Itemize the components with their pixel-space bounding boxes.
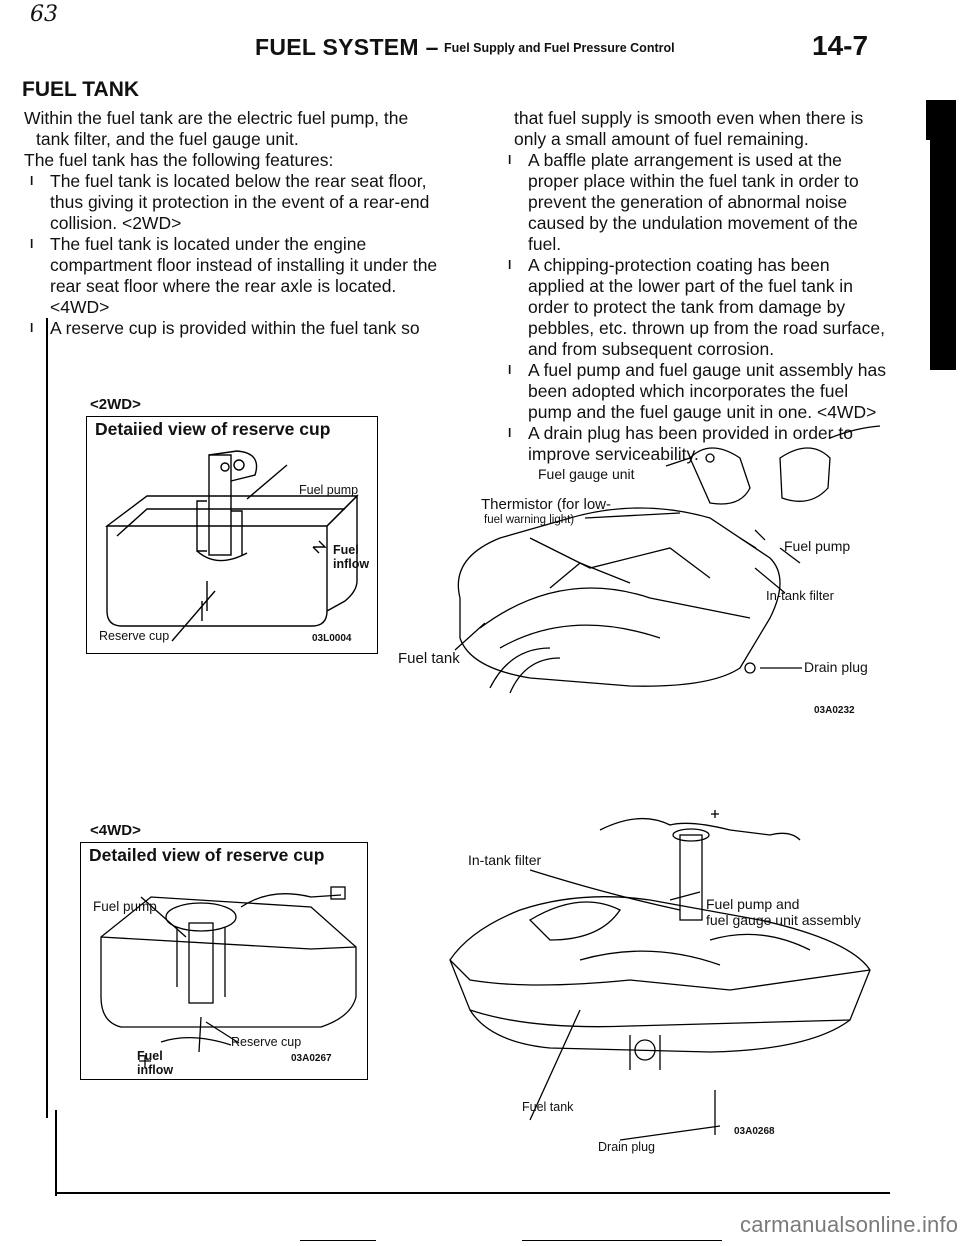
label-fuel-inflow: Fuel inflow	[333, 543, 369, 571]
page-number: 14-7	[812, 30, 869, 61]
feature-item: l A fuel pump and fuel gauge unit assembl…	[502, 360, 886, 423]
label-fuel-gauge-unit: Fuel gauge unit	[538, 466, 635, 482]
feature-list-continued: l A baffle plate arrangement is used at t…	[502, 150, 886, 465]
label-thermistor-2: fuel warning light)	[484, 514, 575, 526]
right-text-column: that fuel supply is smooth even when the…	[502, 108, 886, 465]
label-drain-plug-4wd: Drain plug	[598, 1140, 655, 1154]
bullet-icon: l	[30, 321, 34, 335]
bullet-icon: l	[508, 363, 512, 377]
label-fuel-tank-2wd: Fuel tank	[398, 650, 460, 667]
feature-text: The fuel tank is located under the engin…	[50, 234, 438, 317]
feature-text: A drain plug has been provided in order …	[528, 423, 853, 464]
bottom-rule	[55, 1192, 890, 1194]
intro-line: tank filter, and the fuel gauge unit.	[36, 129, 299, 149]
feature-item: l The fuel tank is located below the rear…	[24, 171, 456, 234]
figure-box-title: Detaiied view of reserve cup	[95, 419, 331, 439]
page-mark: 63	[30, 2, 58, 27]
label-reserve-cup: Reserve cup	[99, 629, 170, 643]
fuel-tank-2wd-drawing	[454, 425, 881, 694]
figure-code-2wd-tank: 03A0232	[814, 705, 855, 716]
feature-item: l A drain plug has been provided in order…	[502, 423, 886, 465]
header-dash: –	[425, 34, 439, 60]
reserve-cup-detail-4wd: Detailed view of reserve cup Fuel pump R…	[80, 842, 368, 1080]
figure-variant-4wd: <4WD>	[90, 822, 141, 839]
feature-list: l The fuel tank is located below the rear…	[24, 171, 456, 339]
feature-text: A reserve cup is provided within the fue…	[50, 318, 420, 338]
reserve-cup-4wd-drawing	[100, 886, 357, 1067]
bullet-icon: l	[508, 426, 512, 440]
left-text-column: Within the fuel tank are the electric fu…	[24, 108, 456, 339]
bullet-icon: l	[508, 153, 512, 167]
footer-rule	[522, 1240, 722, 1241]
feature-text: A fuel pump and fuel gauge unit assembly…	[528, 360, 887, 422]
figure-code-4wd-tank: 03A0268	[734, 1126, 775, 1137]
label-drain-plug-2wd: Drain plug	[804, 659, 868, 675]
label-fuel-pump-2wd: Fuel pump	[784, 538, 851, 554]
feature-text: A baffle plate arrangement is used at th…	[528, 150, 859, 254]
feature-item: l The fuel tank is located under the engi…	[24, 234, 456, 318]
label-fuel-tank-4wd: Fuel tank	[522, 1100, 574, 1114]
feature-item: l A chipping-protection coating has been …	[502, 255, 886, 360]
label-fuel-pump: Fuel pump	[299, 483, 359, 497]
intro-line: Within the fuel tank are the electric fu…	[24, 108, 409, 128]
fuel-tank-4wd-drawing	[449, 810, 871, 1141]
label-in-tank-filter-4wd: In-tank filter	[468, 852, 542, 868]
figure-box-title: Detailed view of reserve cup	[89, 845, 325, 865]
feature-text: A chipping-protection coating has been a…	[528, 255, 885, 359]
label-in-tank-filter-2wd: In-tank filter	[766, 588, 834, 603]
footer-rule	[300, 1240, 376, 1241]
feature-item: l A baffle plate arrangement is used at t…	[502, 150, 886, 255]
label-fuel-inflow-4wd: Fuel inflow	[137, 1049, 173, 1077]
bullet-icon: l	[30, 237, 34, 251]
label-fuel-inflow-4wd-2: inflow	[137, 1063, 174, 1077]
label-fuel-pump-4wd-detail: Fuel pump	[93, 899, 157, 914]
label-fuel-inflow-1: Fuel	[333, 543, 359, 557]
section-thumb-tab	[926, 100, 956, 370]
figure-code-4wd-detail: 03A0267	[291, 1053, 332, 1064]
label-reserve-cup-4wd: Reserve cup	[231, 1035, 302, 1049]
label-assembly-2: fuel gauge unit assembly	[706, 912, 861, 928]
header-section-title: FUEL SYSTEM	[255, 34, 419, 60]
label-fuel-inflow-2: inflow	[333, 557, 370, 571]
margin-rule	[55, 1110, 57, 1196]
figure-variant-2wd: <2WD>	[90, 396, 141, 413]
section-title: FUEL TANK	[22, 78, 140, 101]
feature-text: The fuel tank is located below the rear …	[50, 171, 430, 233]
label-thermistor: Thermistor (for low-	[481, 496, 612, 513]
label-assembly-1: Fuel pump and	[706, 896, 800, 912]
intro-line: The fuel tank has the following features…	[24, 150, 334, 170]
feature-item: l A reserve cup is provided within the fu…	[24, 318, 456, 339]
reserve-cup-2wd-drawing	[104, 450, 359, 642]
bullet-icon: l	[30, 174, 34, 188]
figure-code: 03L0004	[312, 633, 352, 644]
margin-rule	[46, 318, 48, 1118]
continued-text: that fuel supply is smooth even when the…	[514, 108, 864, 149]
header-section: FUEL SYSTEM –	[255, 34, 439, 61]
label-fuel-inflow-4wd-1: Fuel	[137, 1049, 163, 1063]
watermark: carmanualsonline.info	[740, 1212, 959, 1237]
reserve-cup-detail-2wd: Detaiied view of reserve cup Fuel pump F…	[86, 416, 378, 654]
header-subtitle: Fuel Supply and Fuel Pressure Control	[444, 41, 675, 55]
bullet-icon: l	[508, 258, 512, 272]
